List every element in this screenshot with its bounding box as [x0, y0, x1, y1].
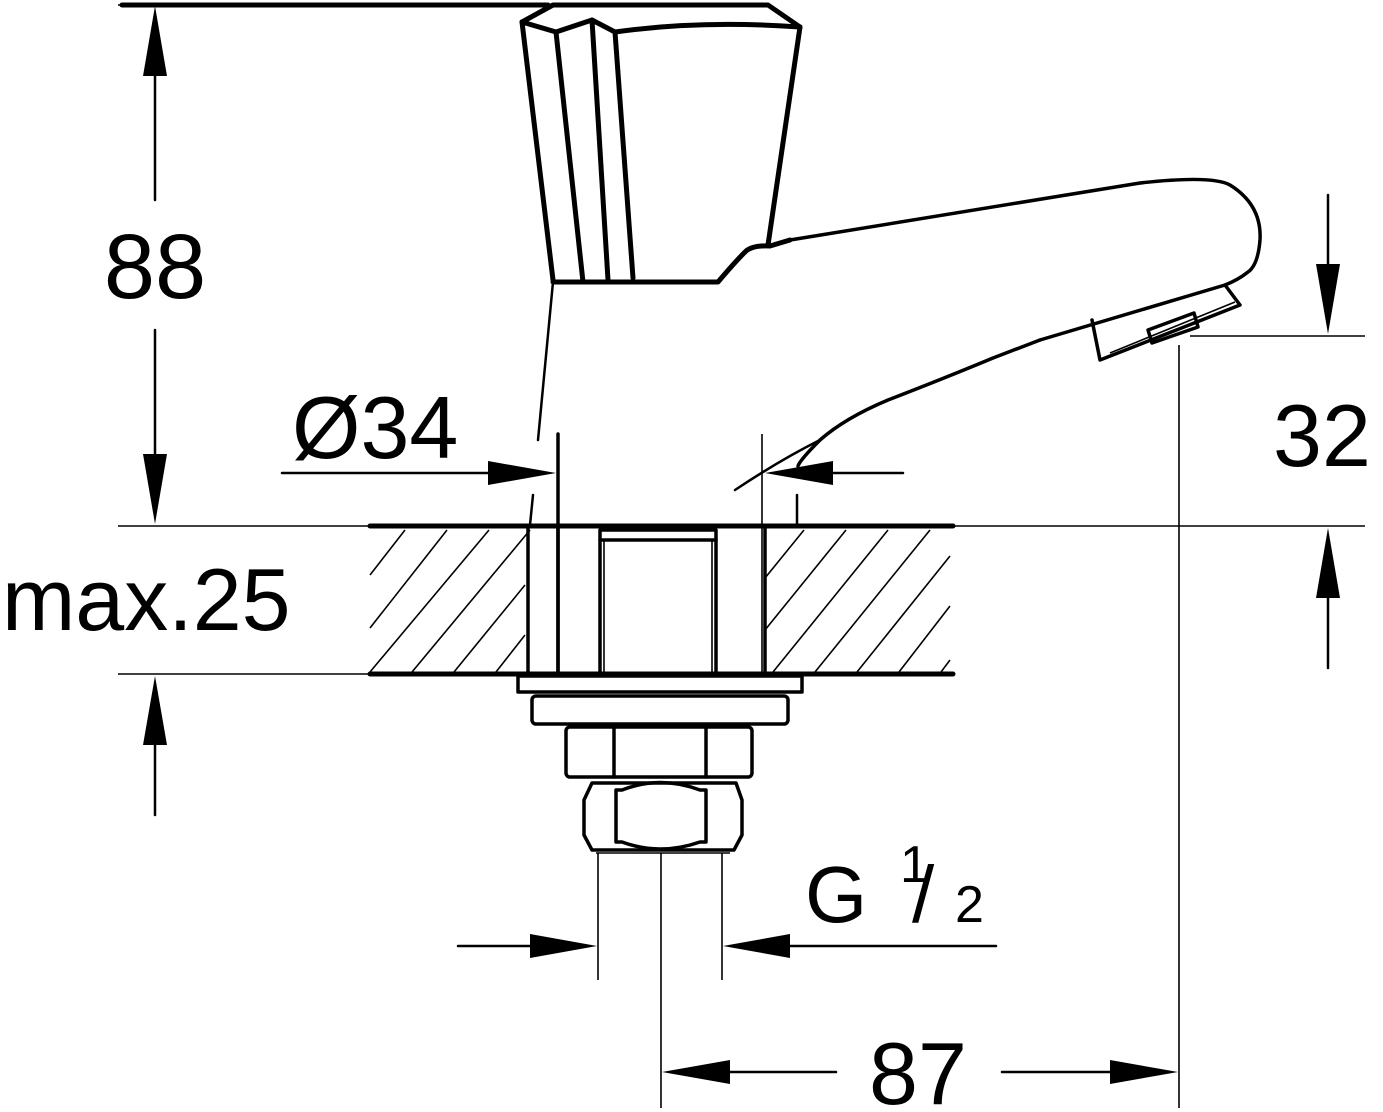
dim-label-thread-numerator: 1: [900, 836, 929, 894]
dim-label-diameter-34: Ø34: [292, 378, 458, 477]
arrow-down-icon: [143, 454, 167, 524]
dim-label-max25: max.25: [2, 550, 291, 649]
dim-label-thread-denominator: 2: [955, 876, 984, 934]
dim-label-87: 87: [869, 1024, 967, 1112]
faucet-spout: [733, 177, 1262, 492]
dimension-height-88: 88: [104, 4, 548, 527]
arrow-right-icon: [1110, 1060, 1178, 1084]
arrow-up-icon: [143, 676, 167, 745]
mounting-hardware: [516, 674, 804, 854]
deck-section: [367, 432, 956, 677]
faucet-handle: [119, 2, 803, 285]
arrow-left-icon: [662, 1060, 730, 1084]
dim-label-thread-slash: /: [912, 850, 935, 939]
arrow-up-icon: [1316, 528, 1340, 598]
arrow-right-icon: [488, 461, 556, 485]
arrow-up-icon: [143, 6, 167, 76]
dimension-clearance-32: 32: [953, 193, 1371, 670]
dim-label-88: 88: [104, 216, 206, 318]
faucet-body: [528, 280, 799, 527]
arrow-down-icon: [1316, 264, 1340, 334]
dim-label-thread-prefix: G: [805, 850, 867, 939]
dimension-projection-87: 87: [660, 345, 1180, 1112]
dimension-deck-max25: max.25: [2, 550, 370, 817]
dimension-diameter-34: Ø34: [280, 378, 905, 485]
dimension-thread-g-half: G 1 / 2: [456, 836, 998, 980]
arrow-left-icon: [723, 934, 790, 958]
arrow-right-icon: [530, 934, 597, 958]
dim-label-32: 32: [1273, 386, 1371, 485]
arrow-left-icon: [765, 461, 833, 485]
